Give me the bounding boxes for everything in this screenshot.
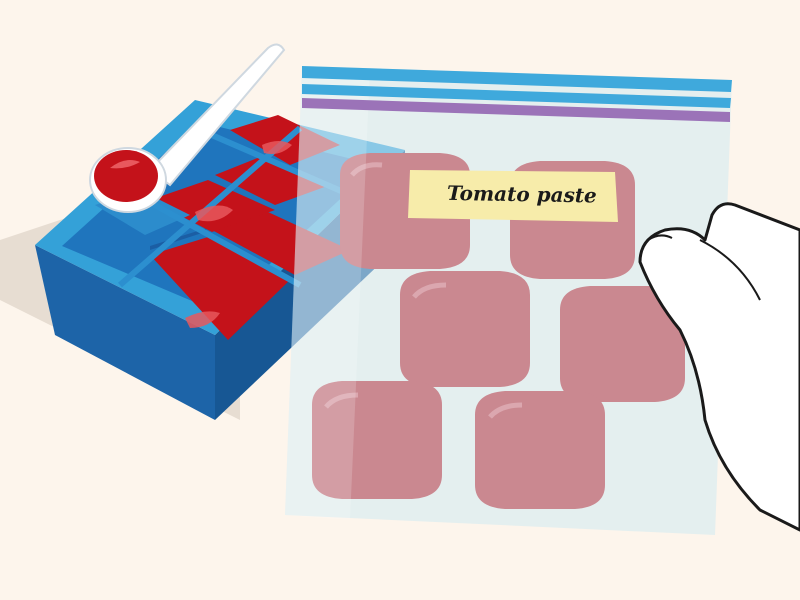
hand-nail bbox=[647, 234, 673, 241]
bag-film-shine bbox=[285, 66, 370, 520]
hand-finger-line bbox=[699, 239, 761, 301]
spoon-tomato bbox=[94, 150, 158, 202]
freezer-bag-icon: Tomato paste bbox=[285, 66, 732, 535]
tomato-highlights bbox=[185, 141, 292, 328]
hand-palm bbox=[638, 202, 800, 532]
bag-stripe-blue bbox=[302, 84, 731, 108]
scoop-spoon-icon bbox=[89, 43, 286, 213]
bag-label-text: Tomato paste bbox=[447, 181, 597, 208]
bag-film bbox=[285, 66, 732, 535]
spoon-handle bbox=[148, 43, 286, 187]
bag-label-tape bbox=[408, 170, 618, 222]
hand-icon bbox=[638, 202, 800, 532]
tray-front-left bbox=[35, 245, 215, 420]
bag-stripe-purple bbox=[302, 98, 730, 122]
spoon-highlight bbox=[110, 160, 140, 169]
bag-stripe-blue bbox=[302, 66, 732, 92]
